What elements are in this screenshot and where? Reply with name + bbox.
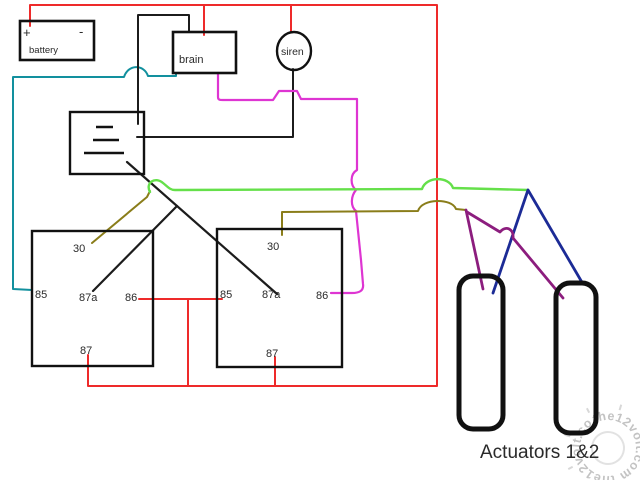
switch-outline [68, 110, 146, 176]
relay-right-terminal-85: 85 [220, 289, 232, 301]
battery-positive-terminal: + [23, 25, 31, 40]
watermark-center-circle [591, 431, 625, 465]
battery-component: + - battery [18, 19, 96, 62]
wire-switch-to-relay-right-87a [125, 160, 279, 296]
relay-left-terminal-85: 85 [35, 289, 47, 301]
wire-brain-to-switch [137, 14, 190, 125]
relay-right-terminal-30: 30 [267, 241, 279, 253]
wire-blue-to-actuators [491, 188, 585, 295]
actuators-component: Actuators 1&2 [456, 273, 599, 463]
relay-left-outline [30, 229, 155, 368]
battery-negative-terminal: - [79, 24, 83, 39]
relay-left-terminal-30: 30 [73, 243, 85, 255]
relay-right-terminal-87a: 87a [262, 289, 281, 301]
wire-relay-left-30-feed [91, 190, 151, 244]
switch-component [68, 110, 146, 176]
brain-label: brain [179, 54, 203, 66]
siren-label: siren [281, 46, 304, 58]
relay-right-outline [215, 227, 344, 369]
siren-outline [275, 30, 313, 72]
actuators-label: Actuators 1&2 [480, 442, 599, 463]
relay-right-terminal-86: 86 [316, 290, 328, 302]
wire-green-distribution [147, 177, 530, 194]
relay-right-component: 30 85 87a 86 87 [215, 227, 344, 369]
relay-left-terminal-86: 86 [125, 292, 137, 304]
wire-battery-positive-bus [29, 4, 438, 387]
battery-outline [18, 19, 96, 62]
actuator-1-outline [456, 273, 506, 432]
watermark-sunburst [564, 404, 640, 480]
siren-component: siren [275, 30, 313, 72]
battery-label: battery [29, 45, 58, 56]
relay-left-terminal-87a: 87a [79, 292, 98, 304]
actuator-2-outline [553, 280, 599, 436]
wire-brain-to-relay-right-86 [216, 71, 365, 295]
relay-right-terminal-87: 87 [266, 348, 278, 360]
brain-outline [171, 30, 238, 75]
relay-left-component: 30 85 87a 86 87 [30, 229, 155, 368]
switch-contact-bars [84, 125, 124, 155]
wire-siren-to-switch [136, 68, 294, 138]
wire-branch-to-relay-left-87a [91, 204, 179, 293]
brain-component: brain [171, 30, 238, 75]
relay-left-terminal-87: 87 [80, 345, 92, 357]
wire-purple-to-actuator2 [465, 210, 565, 300]
wire-brain-to-relay-left-85 [12, 66, 177, 291]
wire-relay-right-30-feed [281, 200, 467, 236]
